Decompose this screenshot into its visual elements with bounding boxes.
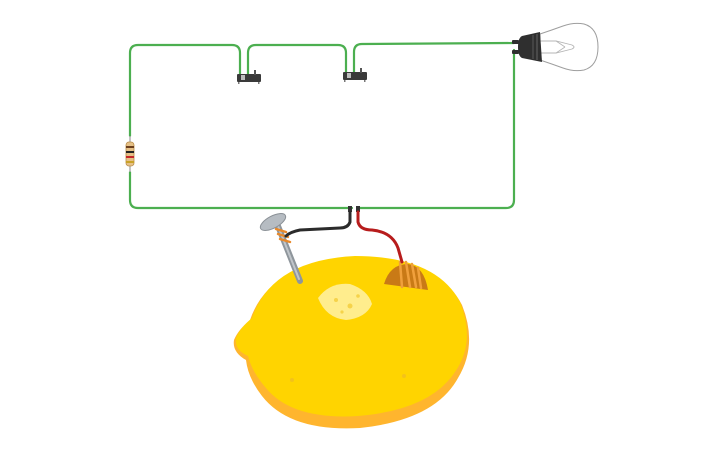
lemon-icon[interactable] (233, 256, 470, 429)
resistor-icon[interactable] (125, 136, 135, 172)
circuit-wire[interactable] (128, 41, 516, 210)
switch-2-icon[interactable] (343, 68, 367, 82)
light-bulb-icon[interactable] (512, 22, 599, 72)
terminal-connector[interactable] (348, 206, 360, 212)
positive-lead-wire[interactable] (356, 210, 404, 264)
nail-icon[interactable] (258, 210, 303, 284)
copper-coil-icon[interactable] (384, 260, 428, 290)
switch-1-icon[interactable] (237, 70, 261, 84)
negative-lead-wire[interactable] (284, 210, 352, 238)
